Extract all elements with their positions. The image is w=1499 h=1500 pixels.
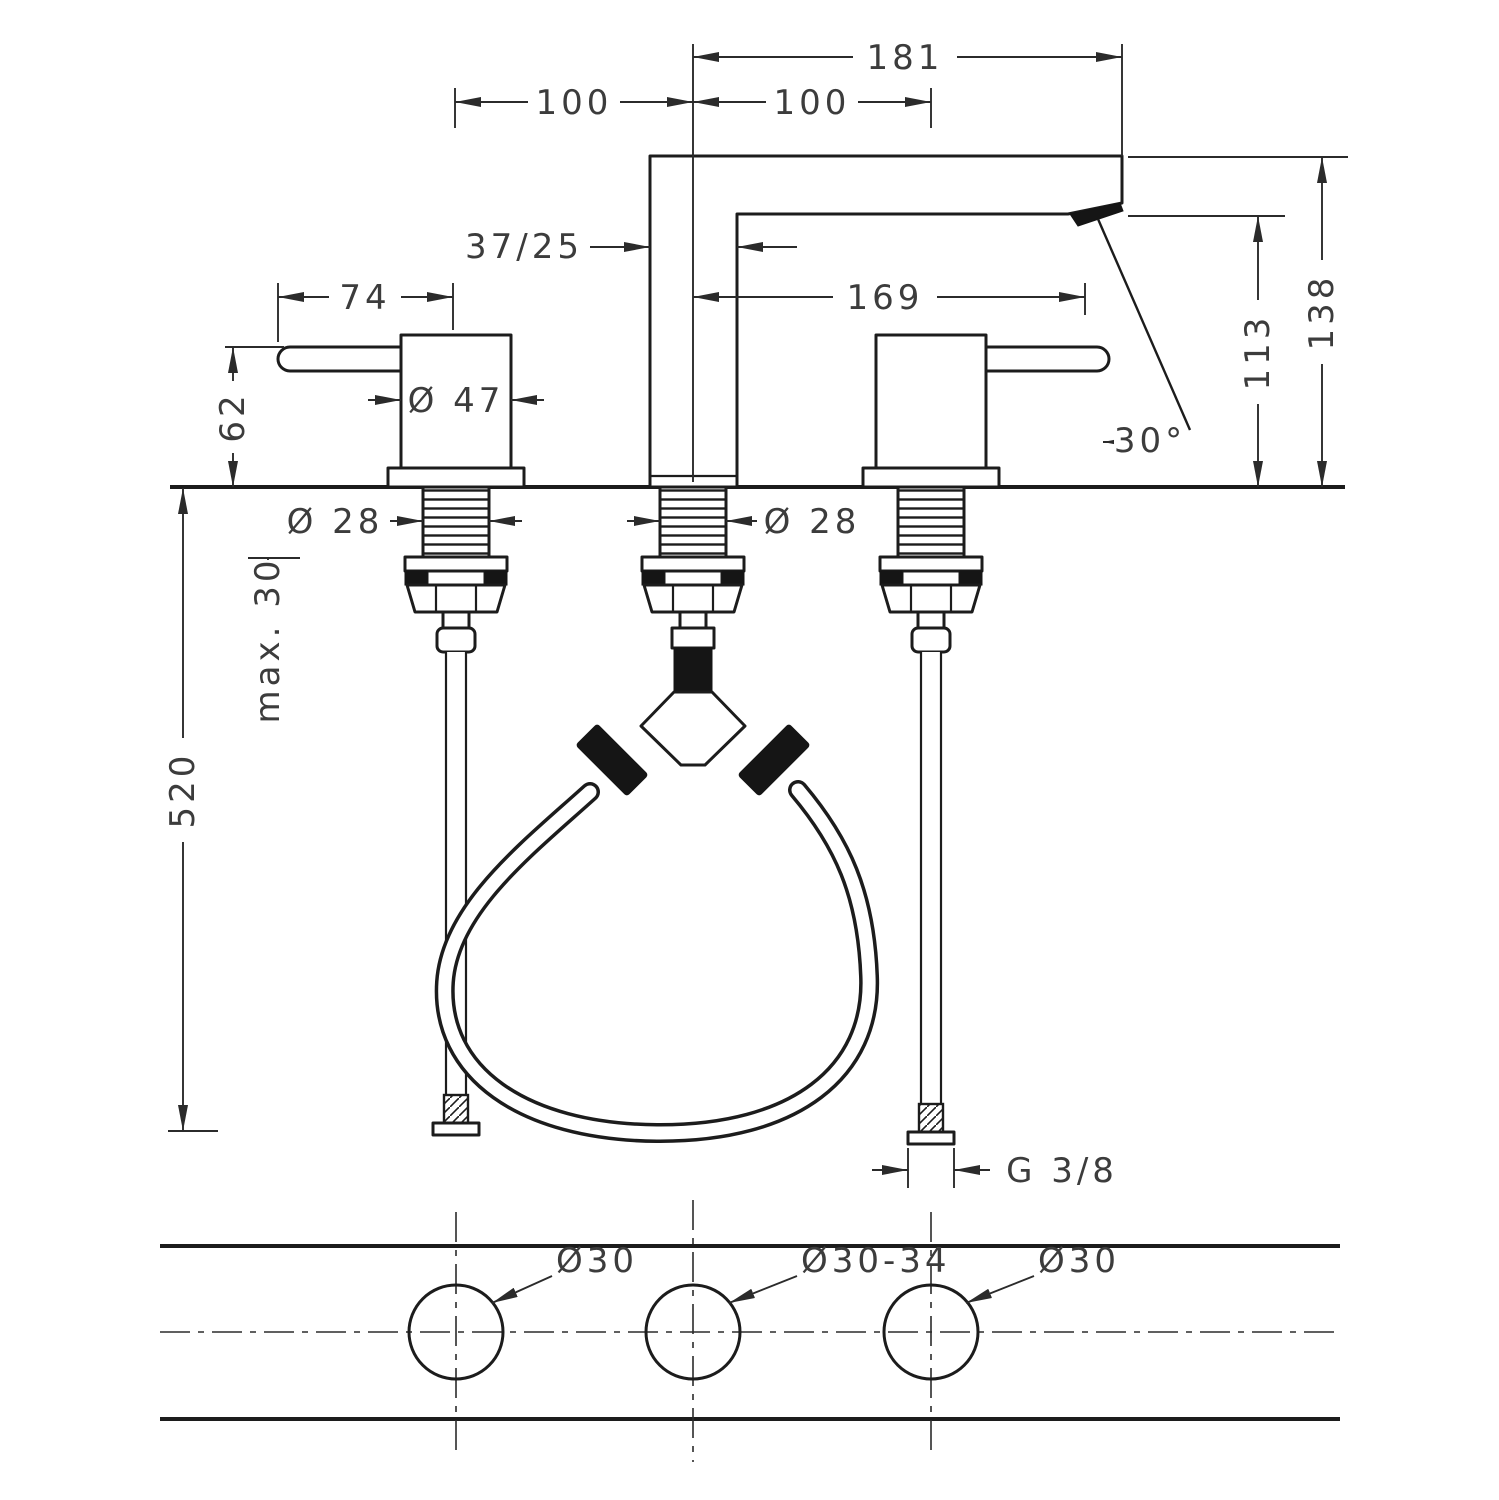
left-valve-neck <box>441 610 471 630</box>
dim-spacing-right: 100 <box>693 83 931 123</box>
dim-handle-height-label: 62 <box>213 391 253 442</box>
dim-spacing-left-label: 100 <box>536 83 613 123</box>
center-seal-left <box>641 570 665 586</box>
mounting-hole-left <box>407 1283 505 1381</box>
left-underdeck-assembly <box>403 485 509 1137</box>
dim-spout-reach: 169 <box>693 278 1086 318</box>
center-hose-coupler <box>673 647 713 693</box>
dim-handle-length: 74 <box>277 278 454 342</box>
right-handle-base <box>861 466 1001 489</box>
center-mounting-nut <box>642 583 744 614</box>
dim-deck-max: max. 30 <box>248 557 300 724</box>
supply-hose-loop-inner <box>438 783 876 1140</box>
dim-total-width-label: 181 <box>867 38 944 78</box>
dim-thread-label: G 3/8 <box>1006 1151 1118 1191</box>
left-washer <box>403 555 509 573</box>
right-valve-neck <box>916 610 946 630</box>
dim-spout-reach-label: 169 <box>847 278 924 318</box>
right-handle-body <box>874 333 988 470</box>
left-seal-left <box>404 570 428 586</box>
dim-spout-outlet-height: 113 <box>1128 215 1285 487</box>
center-shank-thread <box>658 485 728 559</box>
dim-spout-outlet-height-label: 113 <box>1238 314 1278 391</box>
right-pipe-fitting-base <box>906 1130 956 1146</box>
right-valve-union <box>910 626 952 654</box>
left-shank-thread <box>421 485 491 559</box>
dim-hose-length: 520 <box>163 488 218 1132</box>
dim-spacing-right-label: 100 <box>774 83 851 123</box>
right-seal-center <box>900 569 962 587</box>
hole-label-right: Ø30 <box>965 1241 1120 1304</box>
dim-stream-angle-label: 30° <box>1114 421 1186 461</box>
dim-hose-length-label: 520 <box>163 752 203 829</box>
left-handle-base <box>386 466 526 489</box>
dim-spout-section-label: 37/25 <box>465 227 583 267</box>
dimensions: 181 100 100 37/25 169 <box>163 38 1348 1191</box>
dim-shank-dia-center: Ø 28 <box>627 502 865 542</box>
left-seal-right <box>484 570 508 586</box>
hole-label-left: Ø30 <box>491 1241 638 1304</box>
dim-stream-angle: 30° <box>1103 421 1186 461</box>
dim-shank-dia-center-label: Ø 28 <box>764 502 861 542</box>
right-mounting-nut <box>880 583 982 614</box>
dim-total-height-label: 138 <box>1302 274 1342 351</box>
supply-hose-loop <box>434 780 880 1144</box>
hole-label-center: Ø30-34 <box>728 1241 951 1304</box>
right-seal-right <box>959 570 983 586</box>
water-stream-line <box>1096 218 1192 431</box>
left-mounting-nut <box>405 583 507 614</box>
dim-spacing-left: 100 <box>455 83 693 123</box>
dim-shank-dia-left: Ø 28 <box>282 502 522 542</box>
mounting-hole-center <box>644 1283 742 1381</box>
hose-y-connector <box>639 690 747 767</box>
dim-total-height: 138 <box>1128 156 1348 487</box>
spout-aerator <box>1069 202 1124 227</box>
center-seal-right <box>721 570 745 586</box>
left-pipe-fitting <box>442 1093 470 1125</box>
right-seal-left <box>879 570 903 586</box>
right-handle <box>861 333 1111 489</box>
dim-spout-section: 37/25 <box>465 227 797 267</box>
hose-crimp-left <box>576 724 648 796</box>
dim-handle-length-label: 74 <box>339 278 390 318</box>
dim-thread: G 3/8 <box>872 1148 1118 1191</box>
hole-label-center-text: Ø30-34 <box>801 1241 951 1281</box>
right-pipe-fitting <box>917 1102 945 1134</box>
hole-label-left-text: Ø30 <box>556 1241 638 1281</box>
dim-shank-dia-left-label: Ø 28 <box>287 502 384 542</box>
dim-total-width: 181 <box>693 38 1122 78</box>
right-pipe-fill <box>922 652 940 1104</box>
center-neck <box>678 610 708 630</box>
right-underdeck-assembly <box>878 485 984 1146</box>
center-underdeck-assembly <box>434 485 880 1144</box>
dim-handle-height: 62 <box>213 346 284 487</box>
right-washer <box>878 555 984 573</box>
plan-view: Ø30 Ø30-34 Ø30 <box>160 1200 1340 1462</box>
center-seal-center <box>662 569 724 587</box>
left-seal-center <box>425 569 487 587</box>
left-valve-union <box>435 626 477 654</box>
hose-crimp-right <box>738 724 810 796</box>
left-pipe-fitting-base <box>431 1121 481 1137</box>
spout <box>648 154 1192 489</box>
dim-handle-dia: Ø 47 <box>368 381 544 421</box>
hole-label-right-text: Ø30 <box>1038 1241 1120 1281</box>
center-washer <box>640 555 746 573</box>
center-hex <box>670 626 716 650</box>
right-shank-thread <box>896 485 966 559</box>
dim-handle-dia-label: Ø 47 <box>408 381 505 421</box>
mounting-hole-right <box>882 1283 980 1381</box>
dim-deck-max-label: max. 30 <box>248 557 288 724</box>
